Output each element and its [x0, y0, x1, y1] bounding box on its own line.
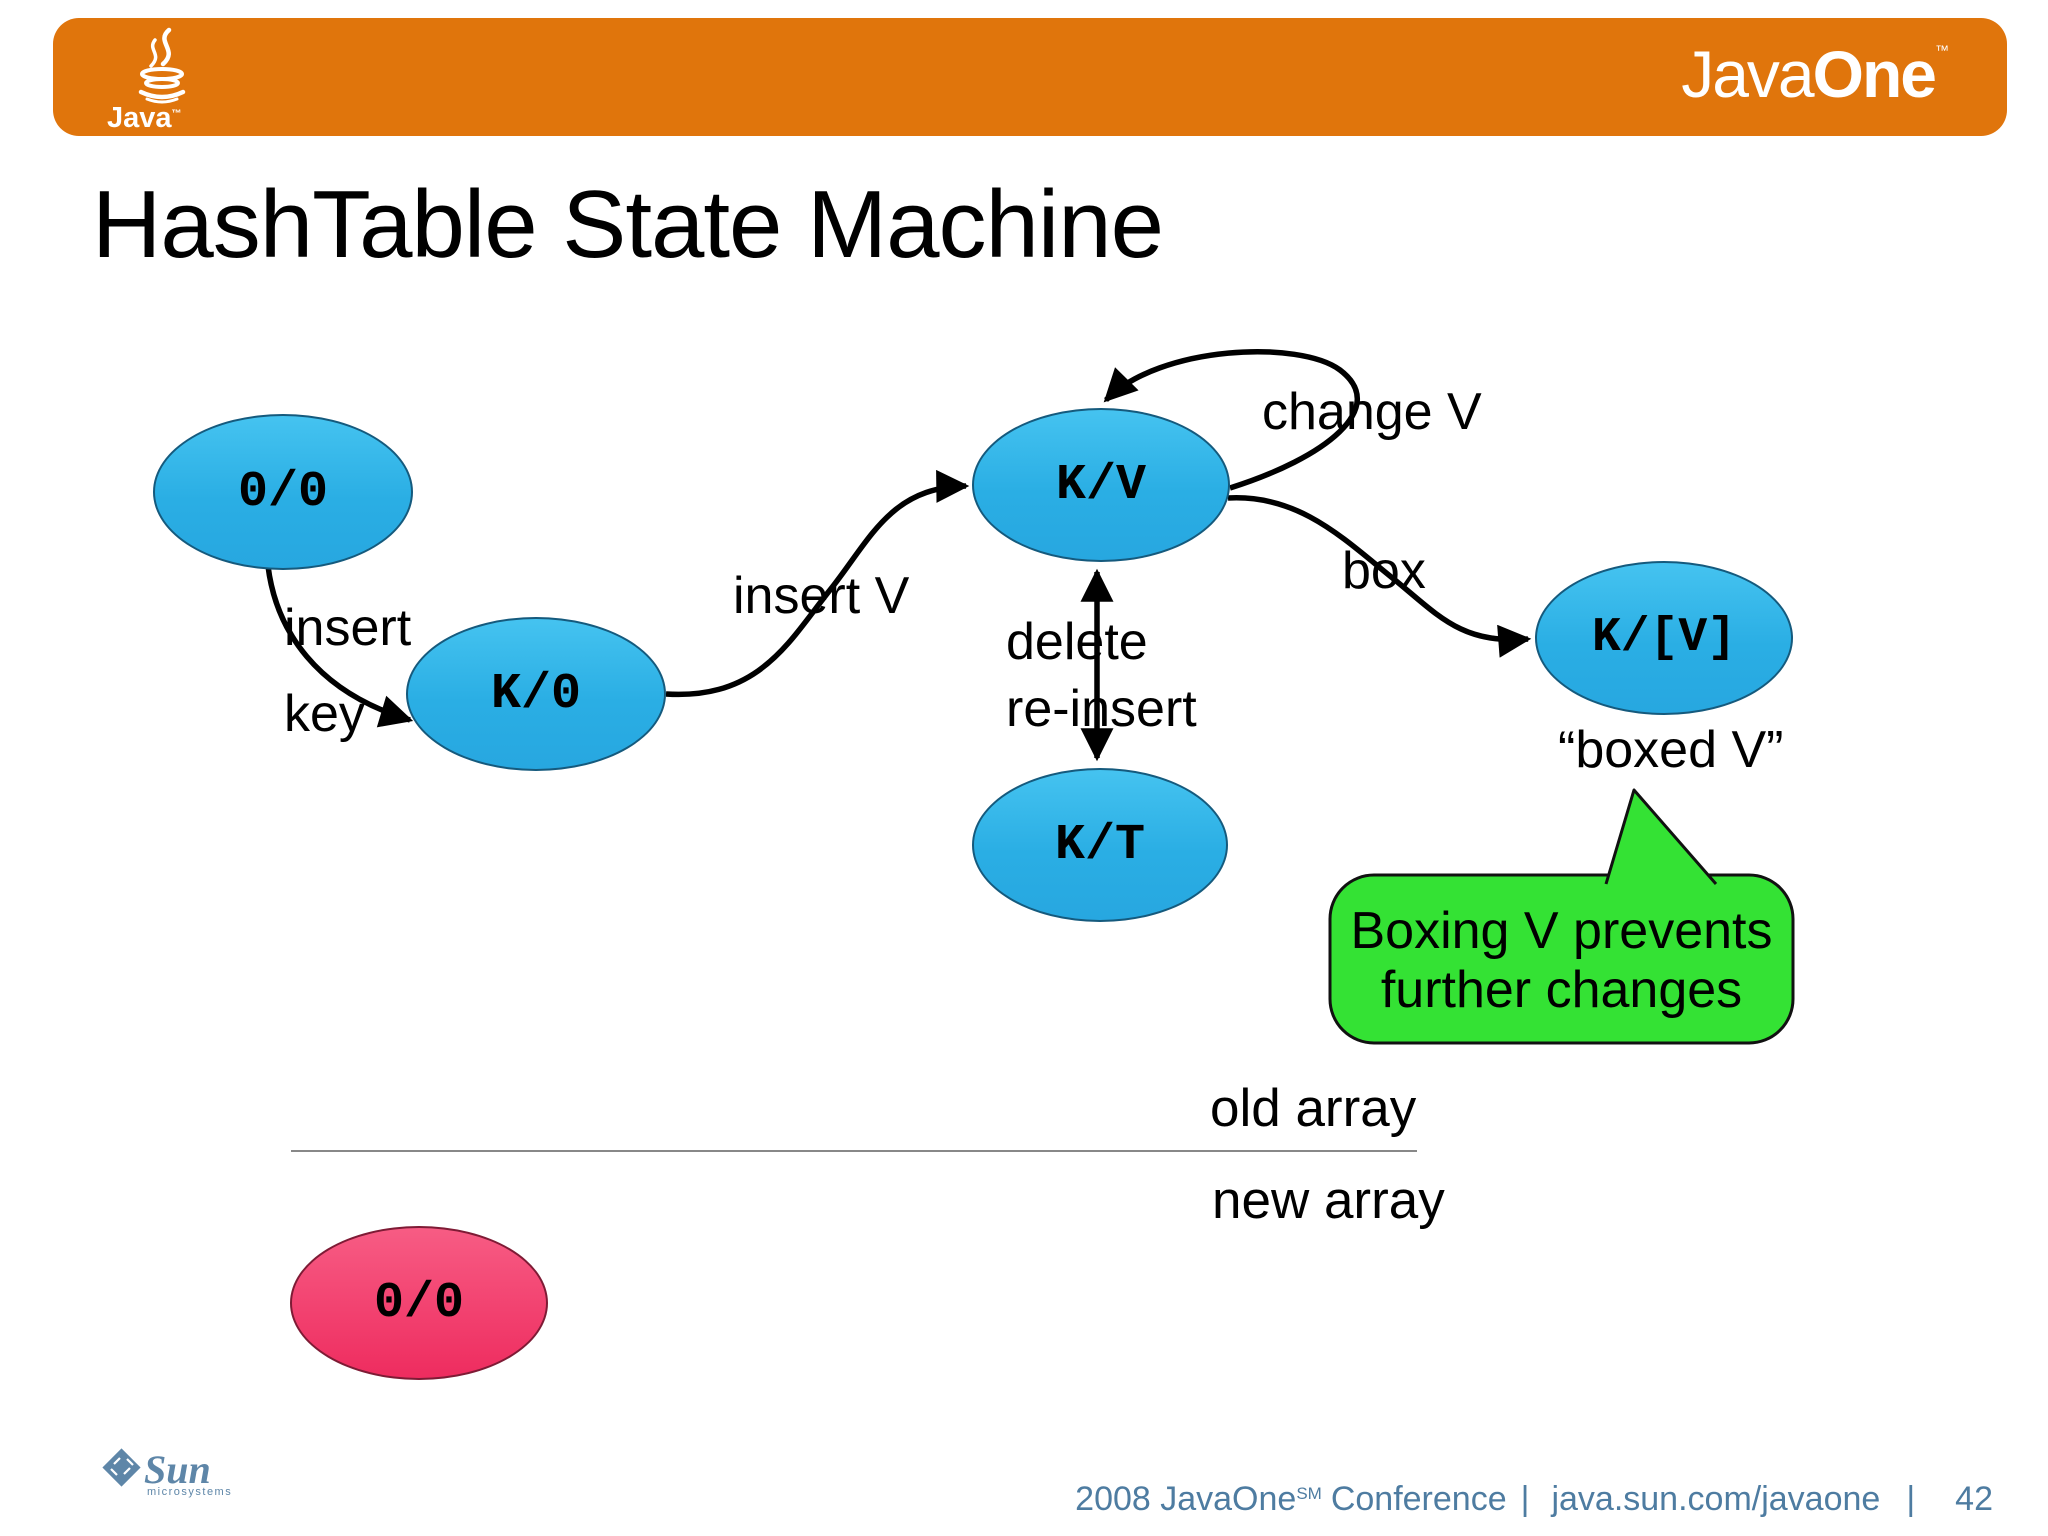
edge-insert-v-arrow — [665, 469, 970, 698]
footer-url: java.sun.com/javaone — [1551, 1480, 1881, 1518]
java-logo-tm: ™ — [171, 108, 182, 120]
state-node-key-no-value: K/0 — [406, 617, 666, 771]
edge-label-delete-reinsert: delete re-insert — [1006, 612, 1197, 739]
edge-change-v-self-loop — [1103, 349, 1361, 491]
state-node-empty-old: 0/0 — [153, 414, 413, 570]
edge-label-delete: delete — [1006, 613, 1148, 671]
java-cup-icon — [138, 27, 186, 104]
javaone-word-bold: One — [1812, 36, 1937, 111]
javaone-word-light: Java — [1681, 36, 1814, 111]
new-array-label: new array — [1212, 1171, 1445, 1230]
sun-logo-word: Sun — [144, 1447, 211, 1492]
state-node-empty-new: 0/0 — [290, 1226, 548, 1380]
callout-line-1: Boxing V prevents — [1350, 902, 1773, 961]
callout-bubble — [1328, 873, 1795, 1045]
edge-label-insert-v: insert V — [733, 567, 910, 625]
header-bar: Java™ JavaOne™ — [53, 18, 2007, 136]
footer-divider-1: | — [1520, 1480, 1530, 1518]
old-array-label: old array — [1210, 1079, 1417, 1138]
edge-insert-key-arrow — [265, 565, 414, 728]
footer-year-brand: 2008 JavaOne — [1075, 1480, 1297, 1518]
java-logo-label: Java™ — [107, 102, 182, 135]
slide-title: HashTable State Machine — [92, 171, 1164, 278]
edge-box-arrow — [1227, 495, 1532, 658]
java-logo-text: Java — [107, 102, 172, 134]
sun-microsystems-logo: Sun microsystems — [100, 1446, 280, 1506]
javaone-tm: ™ — [1935, 41, 1949, 58]
footer-page-number: 42 — [1955, 1480, 1993, 1518]
footer-sm-mark: SM — [1296, 1484, 1322, 1503]
state-node-key-value: K/V — [972, 408, 1230, 562]
sun-diamond-icon — [102, 1448, 141, 1487]
edge-label-change-v: change V — [1262, 383, 1482, 441]
edge-label-insert: insert — [284, 599, 412, 657]
footer-conference-label: Conference — [1330, 1480, 1507, 1518]
edge-label-box: box — [1342, 542, 1426, 600]
state-node-key-tombstone: K/T — [972, 768, 1228, 922]
boxed-v-caption: “boxed V” — [1558, 721, 1784, 779]
callout-bubble-tail — [1604, 788, 1718, 885]
edge-label-key: key — [284, 685, 365, 743]
edge-label-reinsert: re-insert — [1006, 680, 1197, 738]
edge-label-insert-key: insert key — [284, 598, 411, 744]
footer-divider-2: | — [1906, 1480, 1916, 1518]
callout-text: Boxing V prevents further changes — [1330, 886, 1793, 1036]
java-logo: Java™ — [105, 26, 225, 134]
sun-logo-subtitle: microsystems — [147, 1486, 233, 1498]
callout-line-2: further changes — [1380, 961, 1743, 1019]
javaone-logo: JavaOne™ — [1681, 36, 1949, 112]
state-node-key-boxed-value: K/[V] — [1535, 561, 1793, 715]
